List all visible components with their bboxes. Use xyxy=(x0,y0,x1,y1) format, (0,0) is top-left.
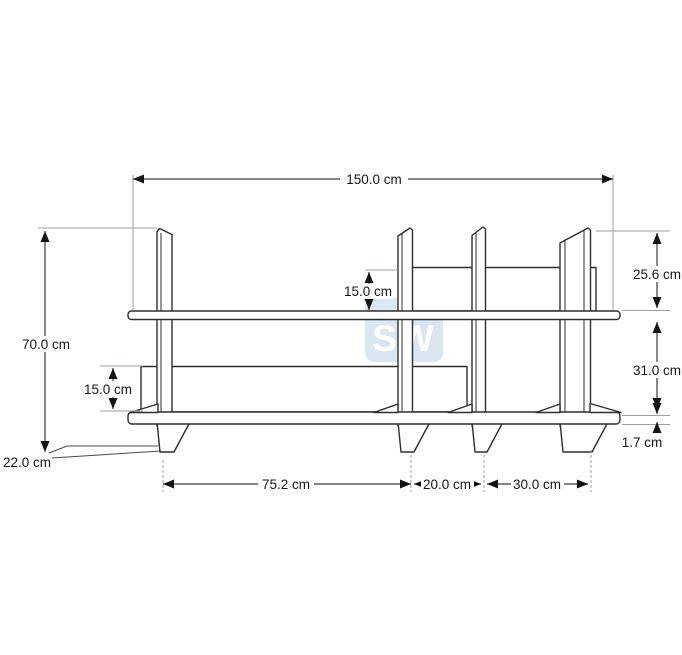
dim-label-top-section: 25.6 cm xyxy=(633,267,681,282)
lower-shelf-wedge-divider-4 xyxy=(535,403,561,414)
dim-label-lower-back-rail: 15.0 cm xyxy=(84,382,132,397)
lower-shelf-wedge-divider-3 xyxy=(447,403,473,414)
bg-lower-rail xyxy=(84,382,133,397)
divider-panel-3 xyxy=(471,226,487,427)
dim-label-depth: 22.0 cm xyxy=(3,455,51,470)
dim-label-upper-back-rail: 15.0 cm xyxy=(344,284,392,299)
bg-middle-bay xyxy=(421,476,474,492)
divider-4-foot xyxy=(559,421,609,453)
divider-feet xyxy=(156,421,609,453)
dim-label-total-width: 150.0 cm xyxy=(346,172,402,187)
depth-leader-line-2 xyxy=(51,450,162,459)
bg-total-width xyxy=(340,171,408,187)
divider-1-foot xyxy=(156,421,191,453)
shelves xyxy=(127,310,622,425)
lower-shelf-wedge-left-end xyxy=(129,403,159,414)
depth-leader-line-1 xyxy=(48,445,158,454)
dim-label-total-height: 70.0 cm xyxy=(22,337,70,352)
divider-panel-2 xyxy=(397,227,414,427)
divider-3-foot xyxy=(471,421,504,453)
dim-label-right-bay: 30.0 cm xyxy=(513,477,561,492)
lower-back-rail xyxy=(140,365,468,413)
label-backgrounds xyxy=(20,171,682,492)
dim-label-middle-section: 31.0 cm xyxy=(633,363,681,378)
lower-shelf-wedge-divider-2 xyxy=(373,403,399,414)
extension-lines xyxy=(38,175,670,492)
lower-shelf xyxy=(127,411,621,425)
divider-2-foot xyxy=(397,421,431,453)
upper-shelf xyxy=(127,310,621,321)
bg-left-bay xyxy=(258,476,314,492)
bg-middle-section xyxy=(631,362,682,378)
divider-panel-1 xyxy=(156,227,173,427)
dim-label-middle-bay: 20.0 cm xyxy=(423,477,471,492)
divider-panels xyxy=(156,226,592,427)
bg-top-section xyxy=(631,266,682,282)
bg-upper-rail xyxy=(344,284,393,299)
dim-label-shelf-thickness: 1.7 cm xyxy=(622,435,663,450)
bg-right-bay xyxy=(511,476,564,492)
lower-shelf-wedge-right-end xyxy=(589,402,622,414)
dim-label-left-bay: 75.2 cm xyxy=(262,477,310,492)
dimension-labels: 150.0 cm 70.0 cm 22.0 cm 15.0 cm 15.0 cm… xyxy=(3,172,681,492)
bg-total-height xyxy=(20,336,73,352)
